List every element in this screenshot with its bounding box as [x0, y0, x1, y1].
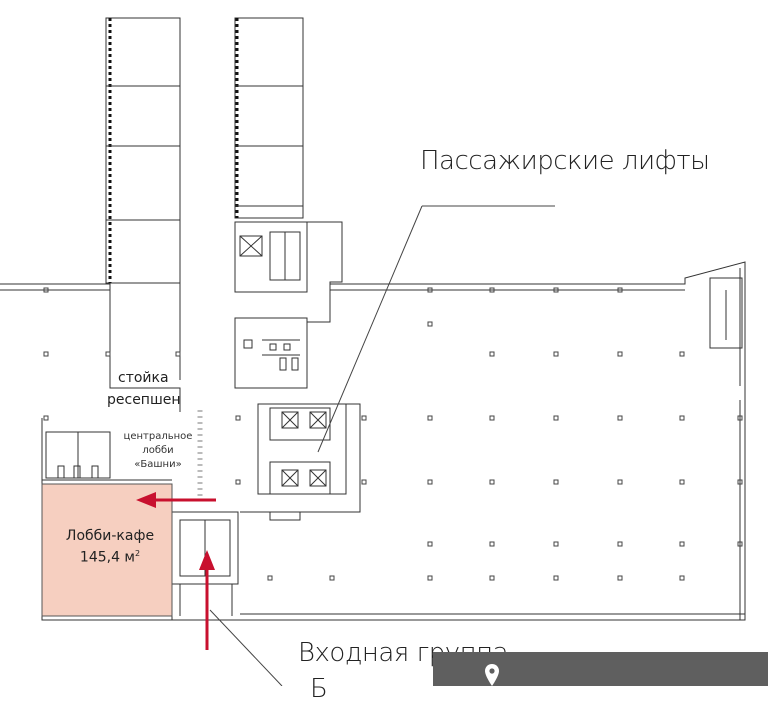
reception-label: ресепшен	[107, 392, 181, 408]
central-lobby-line2: лобби	[142, 445, 174, 456]
right-wing-wall	[240, 261, 746, 621]
floor-plan	[0, 17, 746, 686]
lobby-cafe-area-unit-sup: 2	[135, 549, 141, 558]
lobby-cafe-label: Лобби-кафе 145,4 м2	[46, 527, 174, 567]
cut-off-callout-text: Б	[310, 674, 328, 704]
reception-stand-label: стойка	[118, 370, 169, 386]
location-bar[interactable]	[433, 652, 768, 686]
left-wing-wall	[0, 283, 181, 412]
entry-arrows	[136, 492, 216, 650]
right-tower-wall	[234, 17, 304, 219]
restroom-block	[234, 317, 308, 389]
upper-stair-core	[234, 221, 308, 293]
central-lobby-line3: «Башни»	[134, 459, 182, 470]
map-pin-icon	[485, 664, 499, 686]
passenger-lifts-callout: Пассажирские лифты	[420, 146, 710, 176]
lobby-cafe-name: Лобби-кафе	[65, 528, 155, 544]
central-lobby-label: центральное лобби «Башни»	[114, 430, 202, 472]
left-tower-wall	[105, 17, 181, 284]
lobby-cafe-area	[41, 483, 173, 617]
lobby-cafe-area-value: 145,4 м2	[46, 545, 174, 567]
lobby-cafe-area-number: 145,4 м	[79, 549, 135, 566]
central-lobby-line1: центральное	[123, 431, 193, 442]
